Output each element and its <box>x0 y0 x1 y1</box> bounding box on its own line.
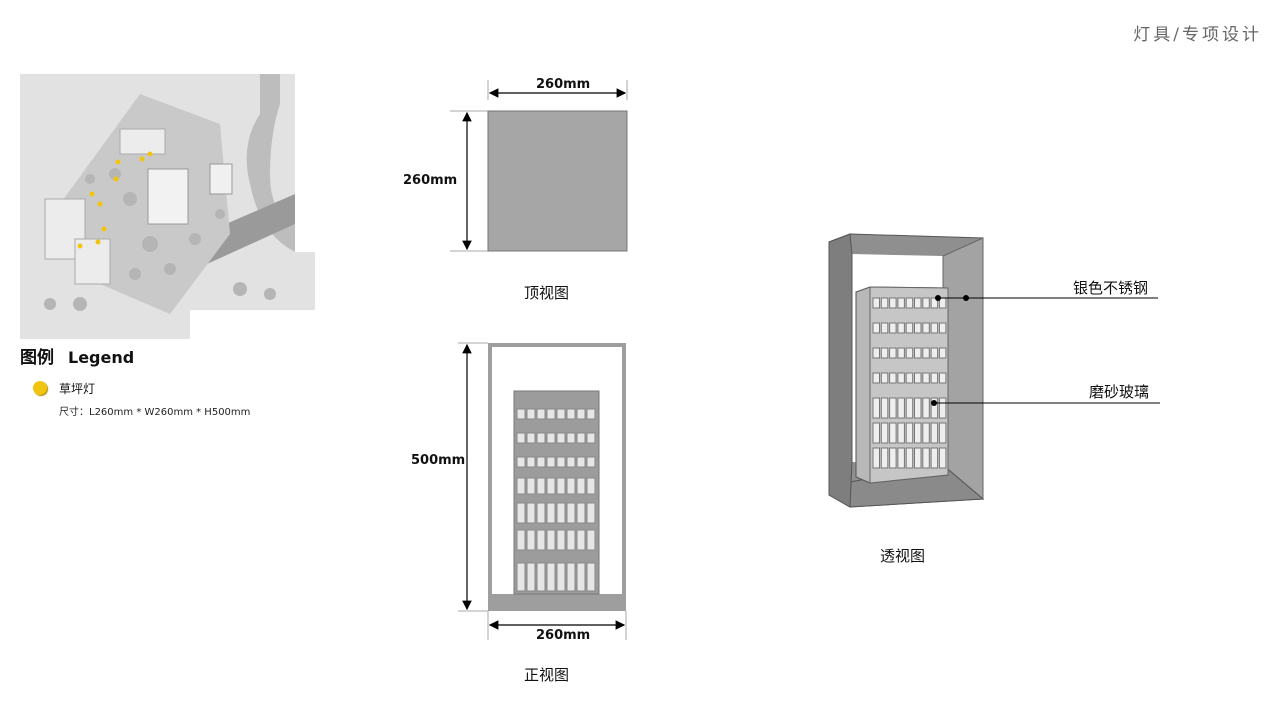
front-view-drawing <box>458 342 627 640</box>
stainless-steel-annotation: 银色不锈钢 <box>1073 279 1149 297</box>
legend-title-en: Legend <box>68 348 135 367</box>
lawn-light-marker-icon <box>33 381 47 395</box>
site-plan-image <box>20 74 315 339</box>
top-view-drawing <box>450 80 628 252</box>
legend-item-name: 草坪灯 <box>59 382 96 396</box>
top-view-caption: 顶视图 <box>524 284 570 302</box>
frosted-glass-annotation: 磨砂玻璃 <box>1089 383 1150 401</box>
front-view-caption: 正视图 <box>524 666 570 684</box>
perspective-view-drawing <box>828 233 1160 508</box>
perspective-view-caption: 透视图 <box>880 547 926 565</box>
top-view-width-label: 260mm <box>536 77 591 92</box>
front-view-width-label: 260mm <box>536 628 591 643</box>
legend-title: 图例 Legend <box>20 343 134 368</box>
front-view-height-label: 500mm <box>411 453 466 468</box>
legend-title-cn: 图例 <box>20 348 54 368</box>
page-title: 灯具/专项设计 <box>1133 25 1262 45</box>
top-view-height-label: 260mm <box>403 173 458 188</box>
legend-item-size: 尺寸：L260mm * W260mm * H500mm <box>59 407 251 418</box>
